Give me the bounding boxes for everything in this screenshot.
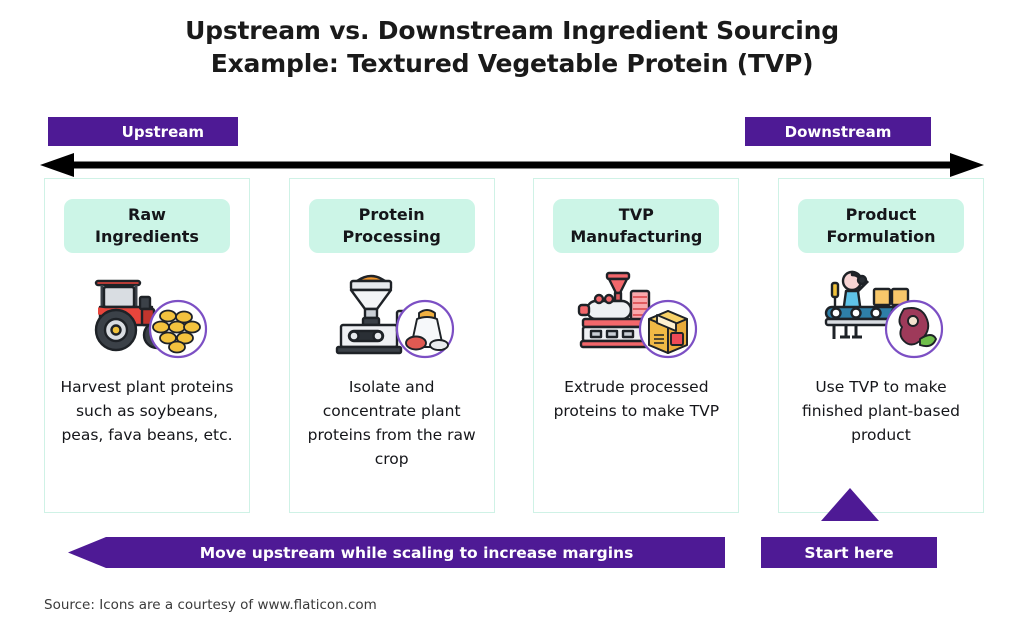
- stage-card-desc-protein-processing: Isolate and concentrate plant proteins f…: [307, 378, 476, 468]
- stage-header-line-1: Raw: [128, 205, 166, 224]
- page-title-line-1: Upstream vs. Downstream Ingredient Sourc…: [185, 16, 839, 45]
- double-headed-arrow-icon: [40, 153, 984, 177]
- stage-card-desc-raw-ingredients: Harvest plant proteins such as soybeans,…: [60, 378, 234, 444]
- badge-upstream-label: Upstream: [121, 122, 204, 141]
- stage-header-line-2: Formulation: [826, 227, 936, 246]
- stage-header-line-1: Product: [845, 205, 917, 224]
- banner-start-here-label: Start here: [804, 543, 894, 562]
- conveyor-worker-icon: [791, 265, 971, 361]
- left-arrow-banner-shape: [68, 537, 725, 568]
- page-title: Upstream vs. Downstream Ingredient Sourc…: [0, 14, 1024, 80]
- extruder-machine-icon: [546, 265, 726, 361]
- stage-card-header-raw-ingredients: Raw Ingredients: [64, 199, 230, 253]
- badge-downstream: Downstream: [745, 117, 931, 146]
- tractor-with-beans-icon: [57, 265, 237, 361]
- stage-cards-row: Raw Ingredients: [44, 178, 984, 513]
- stage-card-desc-product-formulation: Use TVP to make finished plant-based pro…: [801, 378, 960, 444]
- grinder-mill-icon: [302, 265, 482, 361]
- stage-card-desc-tvp-manufacturing: Extrude processed proteins to make TVP: [553, 378, 720, 420]
- source-note: Source: Icons are a courtesy of www.flat…: [44, 597, 377, 613]
- stage-card-protein-processing[interactable]: Protein Processing: [288, 178, 495, 513]
- stage-card-header-protein-processing: Protein Processing: [308, 199, 475, 253]
- stage-header-line-1: Protein: [358, 205, 425, 224]
- badge-upstream: Upstream: [48, 117, 238, 146]
- up-triangle-icon: [821, 488, 879, 521]
- stage-header-line-1: TVP: [618, 205, 654, 224]
- banner-move-upstream: Move upstream while scaling to increase …: [68, 537, 725, 568]
- stage-card-raw-ingredients[interactable]: Raw Ingredients: [44, 178, 250, 513]
- banner-move-upstream-label: Move upstream while scaling to increase …: [199, 543, 634, 562]
- page-title-line-2: Example: Textured Vegetable Protein (TVP…: [210, 49, 814, 78]
- banner-start-here[interactable]: Start here: [761, 537, 937, 568]
- stage-card-header-tvp-manufacturing: TVP Manufacturing: [553, 199, 720, 253]
- stage-header-line-2: Manufacturing: [570, 227, 703, 246]
- badge-downstream-label: Downstream: [784, 122, 892, 141]
- stage-header-line-2: Ingredients: [95, 227, 199, 246]
- stage-card-header-product-formulation: Product Formulation: [797, 199, 964, 253]
- stage-card-tvp-manufacturing[interactable]: TVP Manufacturing: [533, 178, 740, 513]
- stage-header-line-2: Processing: [342, 227, 441, 246]
- stage-card-product-formulation[interactable]: Product Formulation: [777, 178, 984, 513]
